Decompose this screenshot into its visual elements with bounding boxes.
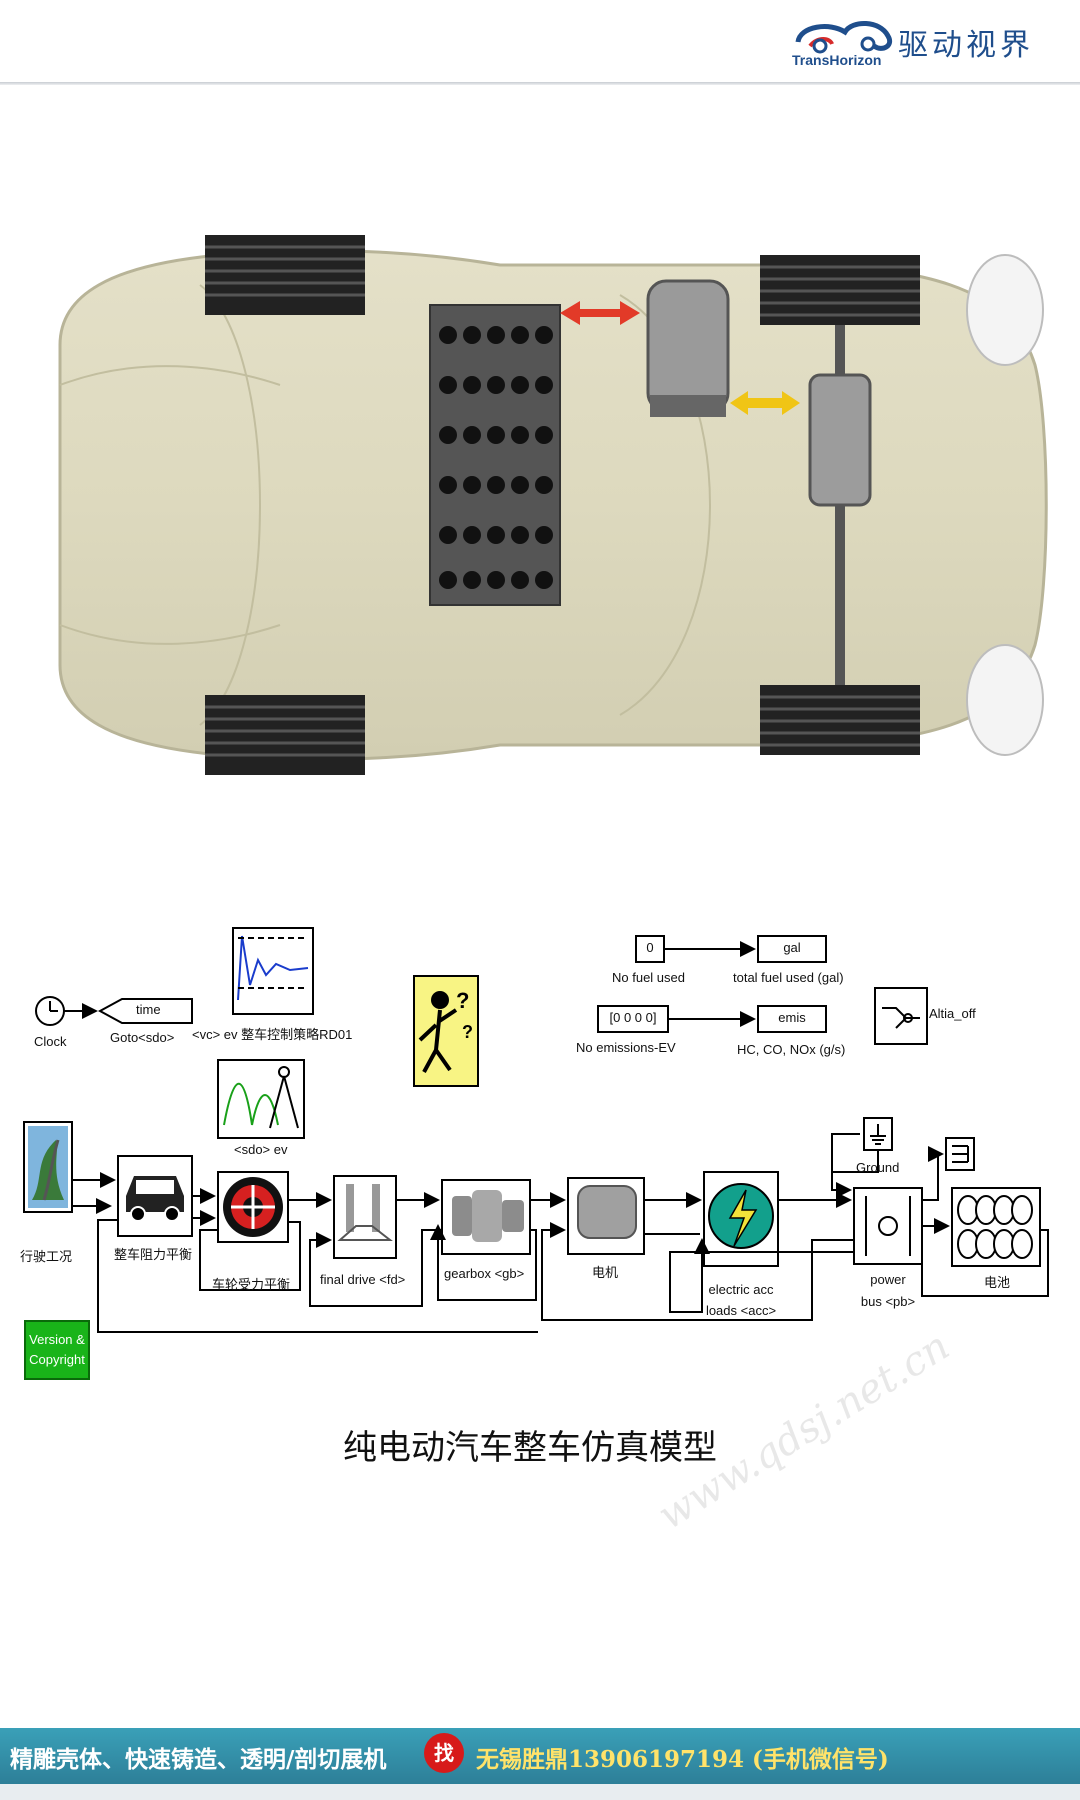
logo-english: TransHorizon bbox=[792, 52, 882, 68]
signal-wiring bbox=[72, 1133, 1049, 1333]
battery-block[interactable] bbox=[951, 1187, 1041, 1267]
goto-tag: time bbox=[136, 1002, 161, 1017]
emissions-display-value: emis bbox=[778, 1010, 806, 1025]
final-drive-label: final drive <fd> bbox=[320, 1272, 406, 1287]
power-bus-label-2: bus <pb> bbox=[860, 1294, 916, 1309]
ground-label: Ground bbox=[856, 1160, 900, 1175]
footer-bottom-strip bbox=[0, 1784, 1080, 1800]
footer-contact-text: 无锡胜鼎13906197194 (手机微信号) bbox=[476, 1746, 889, 1773]
red-arrow-icon bbox=[560, 301, 640, 325]
version-copyright-block[interactable]: Version & Copyright bbox=[24, 1320, 90, 1380]
constant-fuel-value: 0 bbox=[646, 940, 654, 955]
altia-label: Altia_off bbox=[929, 1006, 976, 1021]
footer-find-badge: 找 bbox=[424, 1733, 464, 1773]
power-bus-label-1: power bbox=[870, 1272, 906, 1287]
headlight-bottom bbox=[966, 644, 1044, 756]
transhorizon-logo-icon bbox=[795, 21, 892, 54]
drive-cycle-block[interactable] bbox=[23, 1121, 73, 1213]
drive-cycle-label: 行驶工况 bbox=[20, 1249, 73, 1264]
wheel-force-block[interactable] bbox=[217, 1171, 289, 1243]
fuel-display-label: total fuel used (gal) bbox=[733, 970, 844, 985]
terminator-block[interactable] bbox=[945, 1137, 975, 1171]
gearbox-block[interactable] bbox=[441, 1179, 531, 1255]
gearbox-label: gearbox <gb> bbox=[444, 1266, 525, 1281]
vehicle-resistance-label: 整车阻力平衡 bbox=[114, 1247, 193, 1262]
header-divider bbox=[0, 82, 1080, 85]
motor-label: 电机 bbox=[592, 1265, 619, 1280]
constant-fuel-label: No fuel used bbox=[612, 970, 685, 985]
ev-car-top-view bbox=[58, 235, 1048, 775]
constant-emissions-label: No emissions-EV bbox=[576, 1040, 676, 1055]
headlight-top bbox=[966, 254, 1044, 366]
electric-acc-label-2: loads <acc> bbox=[705, 1303, 777, 1318]
figure-caption: 纯电动汽车整车仿真模型 bbox=[343, 1428, 717, 1468]
vehicle-controller-scope-block[interactable] bbox=[232, 927, 314, 1015]
final-drive-block[interactable] bbox=[333, 1175, 397, 1259]
fuel-display-value: gal bbox=[783, 940, 801, 955]
constant-emissions-value: [0 0 0 0] bbox=[609, 1010, 657, 1025]
help-figure-block[interactable]: ? ? bbox=[413, 975, 479, 1087]
svg-text:?: ? bbox=[462, 1022, 473, 1042]
clock-block[interactable] bbox=[35, 996, 65, 1026]
emissions-display-block[interactable] bbox=[757, 1005, 827, 1033]
battery-pack bbox=[429, 304, 561, 606]
fuel-display-block[interactable] bbox=[757, 935, 827, 963]
tire-front-right bbox=[760, 255, 920, 325]
tire-rear-left bbox=[205, 695, 365, 775]
sdo-ev-block[interactable] bbox=[217, 1059, 305, 1139]
svg-text:?: ? bbox=[456, 988, 469, 1013]
vehicle-resistance-block[interactable] bbox=[117, 1155, 193, 1237]
footer-services-text: 精雕壳体、快速铸造、透明/剖切展机 bbox=[10, 1746, 387, 1773]
sdo-ev-label: <sdo> ev bbox=[234, 1142, 288, 1157]
vehicle-controller-label: <vc> ev 整车控制策略RD01 bbox=[192, 1027, 353, 1042]
goto-block[interactable] bbox=[97, 998, 193, 1024]
power-bus-block[interactable] bbox=[853, 1187, 923, 1265]
electric-acc-block[interactable] bbox=[703, 1171, 779, 1267]
motor-unit bbox=[646, 279, 730, 417]
simulink-model-diagram: ? ? bbox=[23, 927, 1049, 1333]
version-label-1: Version & bbox=[29, 1332, 85, 1347]
electric-acc-label-1: electric acc bbox=[708, 1282, 774, 1297]
goto-label: Goto<sdo> bbox=[110, 1030, 175, 1045]
clock-label: Clock bbox=[34, 1034, 67, 1049]
altia-switch-block[interactable] bbox=[874, 987, 928, 1045]
logo-chinese: 驱动视界 bbox=[898, 28, 1034, 63]
tire-front-left bbox=[205, 235, 365, 315]
footer-banner bbox=[0, 1728, 1080, 1784]
header bbox=[0, 0, 1080, 84]
wheel-force-label: 车轮受力平衡 bbox=[212, 1277, 291, 1292]
differential bbox=[808, 373, 872, 507]
constant-fuel-block[interactable] bbox=[635, 935, 665, 963]
emissions-display-label: HC, CO, NOx (g/s) bbox=[737, 1042, 846, 1057]
tire-rear-right bbox=[760, 685, 920, 755]
motor-block[interactable] bbox=[567, 1177, 645, 1255]
version-label-2: Copyright bbox=[29, 1352, 85, 1367]
ground-block[interactable] bbox=[863, 1117, 893, 1151]
battery-label: 电池 bbox=[984, 1275, 1011, 1290]
yellow-arrow-icon bbox=[730, 391, 800, 415]
